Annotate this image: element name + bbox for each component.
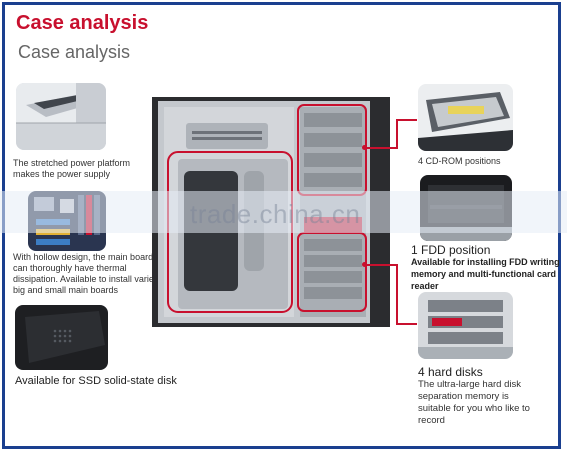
hdd-title: 4 hard disks xyxy=(418,365,483,379)
connector-cdrom-h2 xyxy=(396,119,417,121)
power-platform-caption: The stretched power platform makes the p… xyxy=(13,158,131,179)
ssd-caption: Available for SSD solid-state disk xyxy=(15,375,177,387)
connector-cdrom xyxy=(366,147,397,149)
hdd-image xyxy=(418,292,513,359)
motherboard-caption: With hollow design, the main board can t… xyxy=(13,252,161,295)
connector-dot xyxy=(362,145,367,150)
page-title: Case analysis xyxy=(16,12,149,34)
fdd-title: 1 FDD position xyxy=(411,243,491,257)
connector-hdd xyxy=(366,264,397,266)
connector-hdd-h2 xyxy=(396,323,417,325)
connector-dot xyxy=(362,262,367,267)
cdrom-caption: 4 CD-ROM positions xyxy=(418,156,501,166)
connector-hdd-v xyxy=(396,264,398,324)
fdd-description: Available for installing FDD writing mem… xyxy=(411,257,560,291)
cdrom-image xyxy=(418,84,513,151)
power-platform-image xyxy=(16,83,106,150)
watermark-text: trade.china.cn xyxy=(190,199,361,229)
hdd-description: The ultra-large hard disk separation mem… xyxy=(418,379,530,426)
connector-cdrom-v xyxy=(396,119,398,149)
page-subtitle: Case analysis xyxy=(18,42,131,62)
ssd-image xyxy=(15,305,108,370)
watermark-band xyxy=(0,191,567,233)
